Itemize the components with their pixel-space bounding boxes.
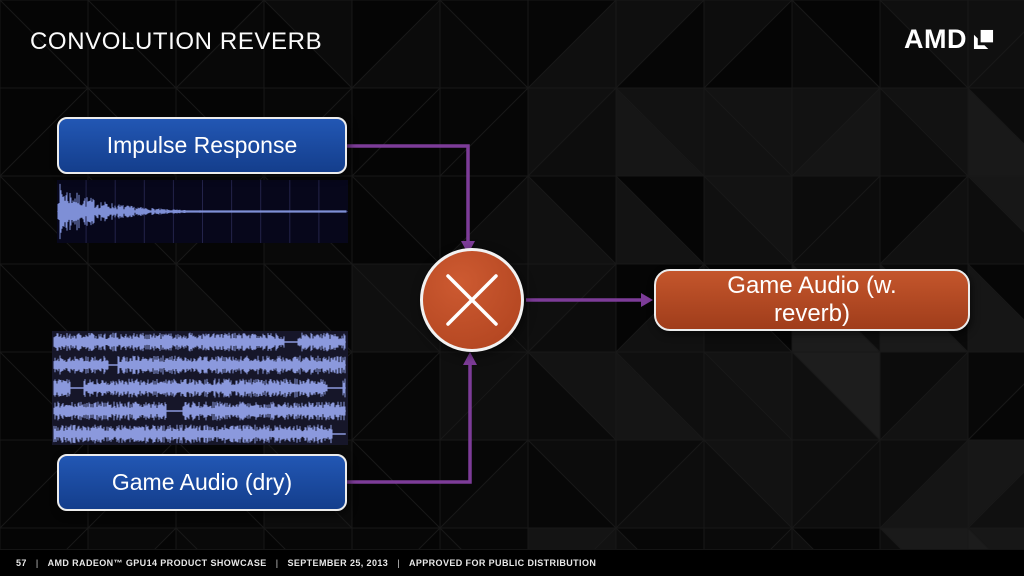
amd-logo: AMD [904,26,994,53]
game-audio-reverb-box: Game Audio (w. reverb) [654,269,970,331]
game-audio-dry-box: Game Audio (dry) [57,454,347,511]
impulse-waveform-image [57,180,348,243]
multiply-node [420,248,524,352]
footer-bar: 57 | AMD RADEON™ GPU14 PRODUCT SHOWCASE … [0,549,1024,576]
impulse-response-label: Impulse Response [106,132,298,158]
footer-item-showcase: AMD RADEON™ GPU14 PRODUCT SHOWCASE [47,558,267,568]
game-audio-reverb-label: Game Audio (w. reverb) [727,272,897,327]
page-number: 57 [16,558,27,568]
impulse-response-box: Impulse Response [57,117,347,174]
amd-arrow-icon [973,29,994,50]
amd-logo-text: AMD [904,24,967,54]
game-audio-dry-label: Game Audio (dry) [111,469,293,495]
multiply-icon [446,274,498,326]
footer-separator: | [275,558,279,568]
slide-title: CONVOLUTION REVERB [30,28,323,55]
dry-audio-waveform-image [52,331,348,445]
footer-item-approval: APPROVED FOR PUBLIC DISTRIBUTION [408,558,597,568]
footer-item-date: SEPTEMBER 25, 2013 [287,558,389,568]
footer-separator: | [397,558,400,568]
footer-separator: | [35,558,39,568]
